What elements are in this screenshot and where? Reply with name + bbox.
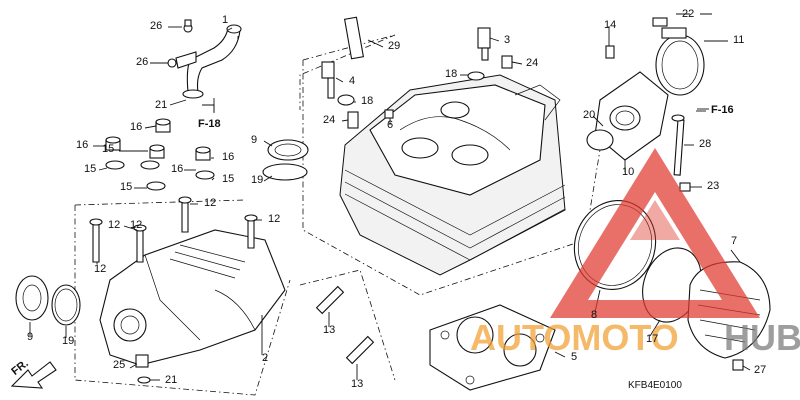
front-arrow-icon	[10, 361, 57, 389]
callout-c12d: 12	[268, 213, 280, 225]
callout-c19b: 19	[62, 335, 74, 347]
callout-c16a: 16	[130, 121, 142, 133]
intake-insulator	[586, 45, 669, 161]
reference-labels: F-18 F-16	[198, 104, 734, 130]
watermark-word-1: AUTOMOTO	[470, 317, 679, 358]
callout-c4: 4	[349, 75, 355, 87]
cylinder-head	[339, 74, 566, 276]
callout-c1: 1	[222, 14, 228, 26]
breather-pipe	[167, 19, 242, 99]
callout-c6: 6	[387, 119, 393, 131]
watermark-word-2: HUB	[724, 317, 800, 358]
callout-c3: 3	[504, 34, 510, 46]
ref-arrow-icon	[202, 104, 215, 113]
callout-c2: 2	[262, 352, 268, 364]
callout-c12b: 12	[108, 219, 120, 231]
callout-c28: 28	[699, 138, 711, 150]
stud-bolt-28	[671, 114, 691, 192]
diagram-code: KFB4E0100	[628, 380, 682, 391]
callout-c12c: 12	[130, 219, 142, 231]
callout-c24a: 24	[526, 57, 538, 69]
callout-c13b: 13	[351, 378, 363, 390]
callout-c18b: 18	[361, 95, 373, 107]
cover-group-outline	[74, 199, 291, 396]
callout-c7: 7	[731, 235, 737, 247]
callout-c16c: 16	[171, 163, 183, 175]
callout-c18a: 18	[445, 68, 457, 80]
head-studs-and-plugs	[315, 16, 513, 365]
cap-nut-cluster	[105, 118, 215, 191]
callout-c12e: 12	[94, 263, 106, 275]
callout-c16b: 16	[76, 139, 88, 151]
cylinder-head-cover	[99, 229, 286, 366]
callout-c11: 11	[733, 34, 744, 46]
callout-c24b: 24	[323, 114, 335, 126]
callout-13-frame	[299, 269, 396, 381]
callout-c21b: 21	[165, 374, 177, 386]
cylinder-gasket-5	[429, 304, 556, 391]
callout-c23: 23	[707, 180, 719, 192]
callout-c19a: 19	[251, 174, 263, 186]
watermark: AUTOMOTO HUB	[470, 148, 800, 358]
callout-c13a: 13	[323, 324, 335, 336]
hose-clamp	[652, 17, 705, 96]
callout-c16d: 16	[222, 151, 234, 163]
callout-c21a: 21	[155, 99, 167, 111]
callout-c15d: 15	[222, 173, 234, 185]
tappet-cap-upper	[262, 139, 309, 181]
callout-c14: 14	[604, 19, 616, 31]
callout-c29: 29	[388, 40, 400, 52]
tappet-cap-lower	[15, 275, 81, 326]
cover-bolts	[89, 196, 258, 384]
callout-c20: 20	[583, 109, 595, 121]
callout-c25: 25	[113, 359, 125, 371]
ref-r1: F-18	[198, 118, 221, 130]
watermark-triangle	[550, 148, 760, 318]
ref-r2: F-16	[711, 104, 734, 116]
leader-lines	[29, 13, 751, 381]
callout-c9a: 9	[251, 134, 257, 146]
callout-c17: 17	[646, 333, 658, 345]
callout-c26b: 26	[136, 56, 148, 68]
callout-c5: 5	[571, 351, 577, 363]
callout-c15a: 15	[102, 143, 114, 155]
callout-c27: 27	[754, 364, 766, 376]
callout-c9b: 9	[27, 331, 33, 343]
callout-c10: 10	[622, 166, 634, 178]
callout-c22: 22	[682, 8, 694, 20]
callout-c12a: 12	[204, 197, 216, 209]
callout-c15b: 15	[84, 163, 96, 175]
callout-c8: 8	[591, 309, 597, 321]
callout-c15c: 15	[120, 181, 132, 193]
callout-c26a: 26	[150, 20, 162, 32]
